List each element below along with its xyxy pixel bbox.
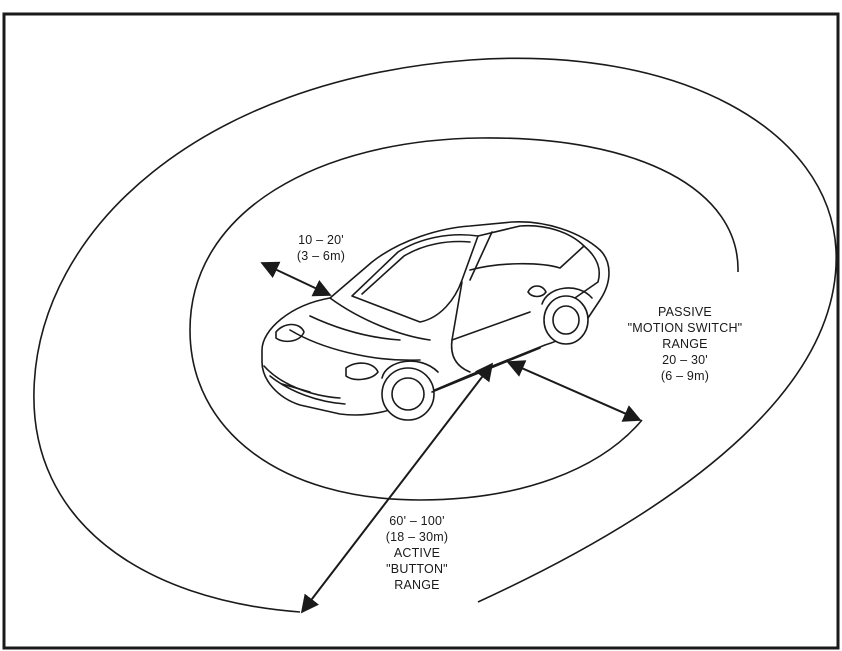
- passive-distance-arrow: [506, 360, 642, 422]
- passive-range-meters: (6 – 9m): [660, 369, 710, 383]
- active-distance-arrow: [300, 362, 494, 614]
- active-range-feet: 60' – 100': [389, 514, 445, 528]
- active-range-title: ACTIVE: [393, 546, 441, 560]
- passive-range-feet: 20 – 30': [662, 353, 708, 367]
- active-range-word: RANGE: [394, 578, 440, 592]
- active-range-ellipse: [33, 57, 837, 613]
- passive-range-subtitle: "MOTION SWITCH": [627, 321, 743, 335]
- inner-distance-meters: (3 – 6m): [296, 249, 346, 263]
- passive-range-label: PASSIVE "MOTION SWITCH" RANGE 20 – 30' (…: [600, 304, 770, 384]
- active-range-label: 60' – 100' (18 – 30m) ACTIVE "BUTTON" RA…: [362, 513, 472, 593]
- active-range-subtitle: "BUTTON": [386, 562, 448, 576]
- active-range-meters: (18 – 30m): [385, 530, 449, 544]
- passive-range-title: PASSIVE: [658, 305, 712, 319]
- passive-range-word: RANGE: [662, 337, 708, 351]
- inner-distance-arrow: [260, 261, 332, 297]
- inner-distance-label: 10 – 20' (3 – 6m): [266, 232, 376, 264]
- inner-distance-feet: 10 – 20': [298, 233, 344, 247]
